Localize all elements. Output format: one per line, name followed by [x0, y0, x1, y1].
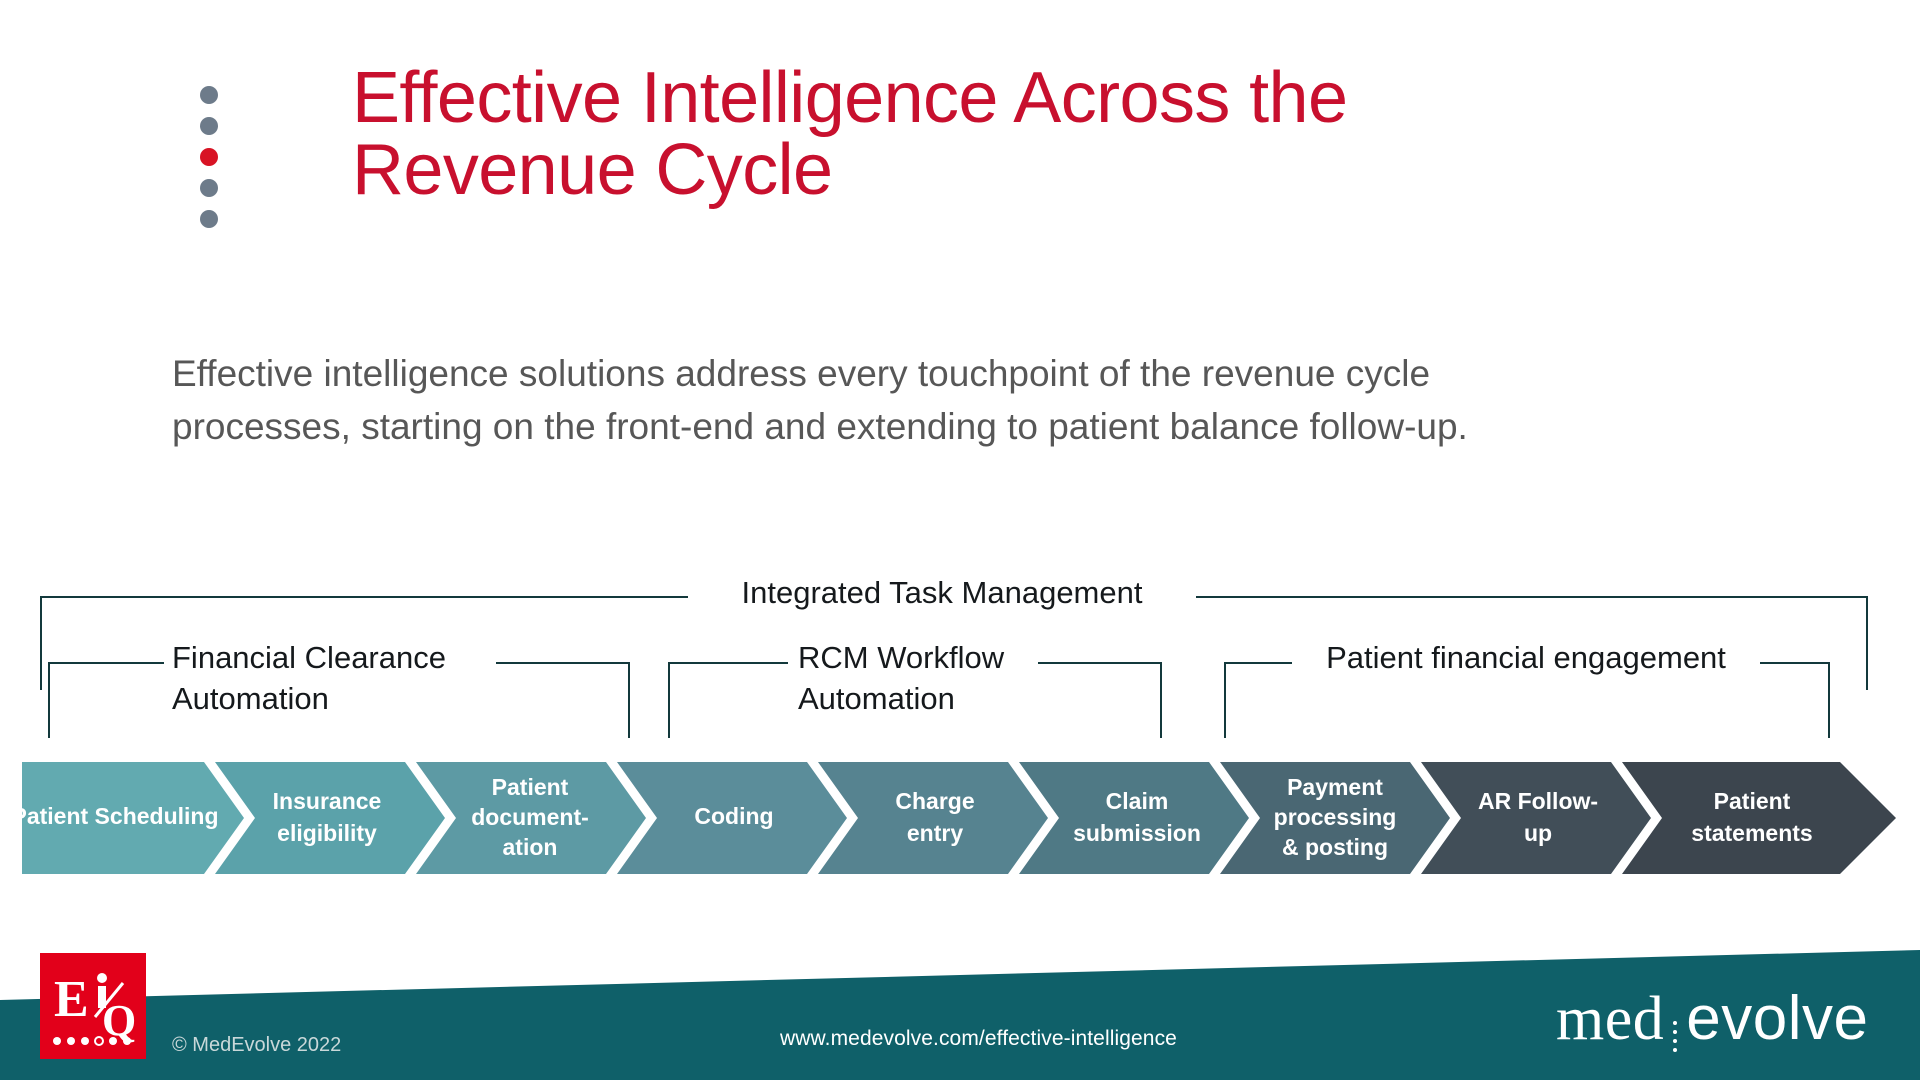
group2-label-line-1: RCM Workflow — [798, 640, 1005, 675]
group3-bracket-right-rail — [1760, 662, 1830, 664]
flow-step-8-label-line-1: AR Follow- — [1478, 788, 1598, 814]
flow-step-payment-processing-posting[interactable]: Payment processing & posting — [1220, 762, 1450, 874]
top-bracket-right-tick — [1866, 596, 1868, 690]
medevolve-logo-med: med — [1556, 985, 1665, 1053]
flow-step-6-label-line-2: submission — [1073, 820, 1201, 846]
page-title-line-2: Revenue Cycle — [352, 130, 833, 210]
footer-url[interactable]: www.medevolve.com/effective-intelligence — [780, 1027, 1177, 1050]
flow-step-3-label-line-2: document- — [471, 804, 589, 830]
flow-step-7-label-line-2: processing — [1274, 804, 1397, 830]
flow-step-1-label: Patient Scheduling — [22, 803, 219, 829]
flow-step-8-label-line-2: up — [1524, 820, 1552, 846]
eiq-logo: E Q — [40, 953, 146, 1059]
group3-bracket-left-tick — [1224, 662, 1226, 738]
svg-text:Q: Q — [102, 996, 136, 1045]
top-bracket-left-rail — [40, 596, 688, 598]
decoration-dot-4 — [200, 179, 218, 197]
footer-band — [0, 930, 1920, 1080]
decoration-dot-3-accent — [200, 148, 218, 166]
group1-label-line-1: Financial Clearance — [172, 640, 446, 675]
page-title: Effective Intelligence Across the Revenu… — [352, 62, 1652, 206]
medevolve-logo: med evolve — [1556, 988, 1868, 1066]
flow-step-2-label-line-2: eligibility — [277, 820, 377, 846]
bracket-diagram: Integrated Task Management Financial Cle… — [0, 575, 1920, 760]
flow-step-3-label-line-3: ation — [503, 834, 558, 860]
flow-step-5-label-line-2: entry — [907, 820, 963, 846]
bracket-label-patient-financial-engagement: Patient financial engagement — [1326, 640, 1726, 675]
page-subtitle: Effective intelligence solutions address… — [172, 348, 1812, 453]
flow-step-patient-statements[interactable]: Patient statements — [1622, 762, 1896, 874]
bracket-label-rcm-workflow-automation: RCM Workflow Automation — [798, 637, 1048, 719]
group1-label-line-2: Automation — [172, 681, 329, 717]
flow-step-3-label-line-1: Patient — [492, 774, 569, 800]
flow-step-claim-submission[interactable]: Claim submission — [1019, 762, 1249, 874]
flow-step-7-label-line-1: Payment — [1287, 774, 1383, 800]
flow-step-6-label-line-1: Claim — [1106, 788, 1169, 814]
flow-step-5-label-line-1: Charge — [895, 788, 974, 814]
group2-bracket-left-rail — [668, 662, 788, 664]
flow-step-2-label-line-1: Insurance — [273, 788, 382, 814]
group2-bracket-right-rail — [1038, 662, 1162, 664]
page-subtitle-line-2: processes, starting on the front-end and… — [172, 405, 1468, 447]
medevolve-logo-dots — [1673, 1021, 1678, 1052]
group1-bracket-right-tick — [628, 662, 630, 738]
group3-bracket-left-rail — [1224, 662, 1292, 664]
footer-shape — [0, 950, 1920, 1080]
process-flow: Patient Scheduling Insurance eligibility… — [22, 762, 1896, 874]
flow-step-4-label: Coding — [694, 803, 773, 829]
group3-bracket-right-tick — [1828, 662, 1830, 738]
bracket-label-integrated-task-management: Integrated Task Management — [741, 575, 1143, 610]
group2-label-line-2: Automation — [798, 681, 955, 717]
top-bracket-left-tick — [40, 596, 42, 690]
decoration-dot-1 — [200, 86, 218, 104]
group1-bracket-left-rail — [48, 662, 164, 664]
flow-step-patient-scheduling[interactable]: Patient Scheduling — [22, 762, 244, 874]
decoration-dot-2 — [200, 117, 218, 135]
copyright-text: © MedEvolve 2022 — [172, 1034, 342, 1056]
page-title-line-1: Effective Intelligence Across the — [352, 58, 1348, 138]
top-bracket-right-rail — [1196, 596, 1868, 598]
group1-bracket-right-rail — [496, 662, 630, 664]
flow-step-9-label-line-2: statements — [1691, 820, 1812, 846]
dot-decoration — [196, 86, 222, 228]
flow-step-9-label-line-1: Patient — [1714, 788, 1791, 814]
flow-step-ar-follow-up[interactable]: AR Follow- up — [1421, 762, 1651, 874]
group1-bracket-left-tick — [48, 662, 50, 738]
decoration-dot-5 — [200, 210, 218, 228]
svg-text:E: E — [54, 971, 89, 1028]
flow-step-coding[interactable]: Coding — [617, 762, 847, 874]
medevolve-logo-evolve: evolve — [1686, 984, 1869, 1053]
bracket-label-financial-clearance-automation: Financial Clearance Automation — [172, 637, 502, 719]
flow-step-insurance-eligibility[interactable]: Insurance eligibility — [215, 762, 445, 874]
flow-step-charge-entry[interactable]: Charge entry — [818, 762, 1048, 874]
page-subtitle-line-1: Effective intelligence solutions address… — [172, 353, 1431, 394]
flow-step-7-label-line-3: & posting — [1282, 834, 1388, 860]
group2-bracket-right-tick — [1160, 662, 1162, 738]
group2-bracket-left-tick — [668, 662, 670, 738]
flow-step-patient-documentation[interactable]: Patient document- ation — [416, 762, 646, 874]
